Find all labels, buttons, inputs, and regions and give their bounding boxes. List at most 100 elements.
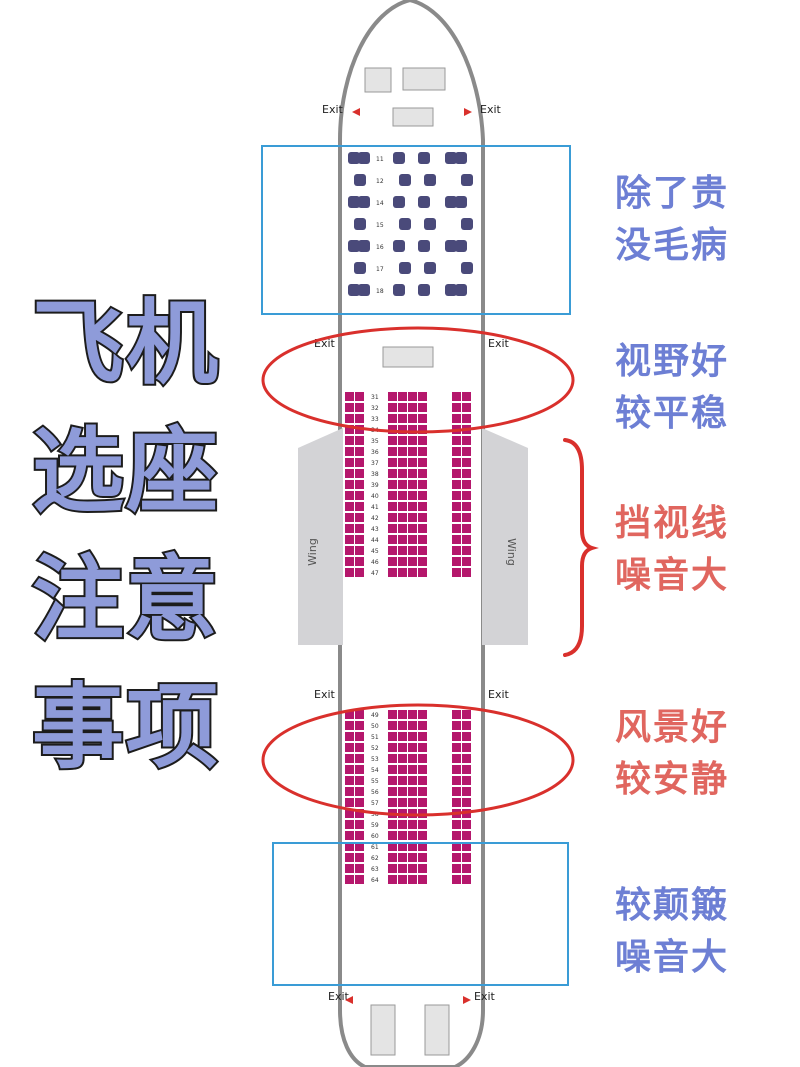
economy-seat bbox=[398, 403, 407, 412]
economy-seat bbox=[388, 414, 397, 423]
economy-seat bbox=[388, 820, 397, 829]
right-wing bbox=[482, 428, 528, 645]
economy-seat bbox=[388, 469, 397, 478]
lav-front bbox=[364, 67, 392, 93]
row-number: 33 bbox=[371, 416, 379, 423]
economy-seat bbox=[345, 469, 354, 478]
economy-seat bbox=[408, 414, 417, 423]
exit-row-highlight-circle bbox=[261, 326, 575, 434]
economy-seat bbox=[462, 798, 471, 807]
row-number: 44 bbox=[371, 537, 379, 544]
economy-seat bbox=[388, 392, 397, 401]
economy-seat bbox=[452, 721, 461, 730]
economy-seat bbox=[345, 754, 354, 763]
economy-seat bbox=[345, 765, 354, 774]
business-seat bbox=[348, 196, 360, 208]
economy-seat bbox=[398, 710, 407, 719]
economy-seat bbox=[398, 491, 407, 500]
economy-seat bbox=[398, 557, 407, 566]
economy-seat bbox=[408, 820, 417, 829]
row-number: 16 bbox=[376, 244, 384, 251]
economy-seat bbox=[408, 743, 417, 752]
economy-seat bbox=[355, 447, 364, 456]
economy-seat bbox=[398, 502, 407, 511]
economy-seat bbox=[462, 765, 471, 774]
row-number: 61 bbox=[371, 844, 379, 851]
note-line: 较颠簸 bbox=[615, 885, 730, 926]
business-seat bbox=[461, 174, 473, 186]
economy-seat bbox=[418, 414, 427, 423]
economy-seat bbox=[355, 842, 364, 851]
exit-labels: Exit Exit Exit Exit Exit Exit Exit Exit bbox=[314, 103, 510, 1003]
economy-seat bbox=[418, 480, 427, 489]
economy-seat bbox=[408, 469, 417, 478]
economy-seat bbox=[345, 743, 354, 752]
economy-seat bbox=[398, 458, 407, 467]
title-line: 选座 bbox=[30, 416, 221, 527]
exit-label: Exit bbox=[314, 688, 336, 701]
economy-seat bbox=[418, 447, 427, 456]
row-number: 41 bbox=[371, 504, 379, 511]
economy-seat bbox=[388, 491, 397, 500]
row-number: 39 bbox=[371, 482, 379, 489]
economy-seat bbox=[452, 469, 461, 478]
economy-seat bbox=[345, 853, 354, 862]
row-number: 63 bbox=[371, 866, 379, 873]
economy-seat bbox=[408, 568, 417, 577]
economy-seat bbox=[408, 392, 417, 401]
economy-seat bbox=[388, 842, 397, 851]
economy-seat bbox=[462, 513, 471, 522]
economy-seat bbox=[345, 776, 354, 785]
economy-seat bbox=[388, 754, 397, 763]
economy-seat bbox=[408, 732, 417, 741]
business-seat bbox=[424, 262, 436, 274]
economy-seat bbox=[462, 414, 471, 423]
economy-seat bbox=[462, 776, 471, 785]
row-number: 56 bbox=[371, 789, 379, 796]
business-seat bbox=[348, 284, 360, 296]
economy-seat bbox=[418, 864, 427, 873]
economy-seat bbox=[418, 710, 427, 719]
business-seat bbox=[445, 284, 457, 296]
economy-seat bbox=[345, 491, 354, 500]
economy-seat bbox=[462, 787, 471, 796]
economy-seat bbox=[355, 469, 364, 478]
economy-seat bbox=[388, 732, 397, 741]
row-number: 47 bbox=[371, 570, 379, 577]
economy-seat bbox=[355, 732, 364, 741]
economy-seat bbox=[398, 831, 407, 840]
title-line: 注意 bbox=[30, 544, 221, 655]
economy-seat bbox=[355, 535, 364, 544]
economy-seat bbox=[345, 524, 354, 533]
economy-seat bbox=[388, 447, 397, 456]
economy-seat bbox=[418, 831, 427, 840]
economy-seat bbox=[345, 568, 354, 577]
economy-seat bbox=[462, 721, 471, 730]
exit-label: Exit bbox=[474, 990, 496, 1003]
economy-seat bbox=[388, 743, 397, 752]
economy-seat bbox=[418, 557, 427, 566]
economy-seat bbox=[398, 447, 407, 456]
economy-seat bbox=[398, 765, 407, 774]
economy-seat bbox=[388, 557, 397, 566]
title-line: 飞机 bbox=[30, 288, 221, 399]
row-number: 62 bbox=[371, 855, 379, 862]
economy-seat bbox=[408, 557, 417, 566]
economy-seat bbox=[345, 425, 354, 434]
economy-seat bbox=[462, 754, 471, 763]
row-number: 43 bbox=[371, 526, 379, 533]
economy-seat bbox=[398, 425, 407, 434]
economy-seat bbox=[355, 480, 364, 489]
economy-seat bbox=[452, 765, 461, 774]
business-seat bbox=[455, 240, 467, 252]
economy-seat bbox=[418, 546, 427, 555]
economy-seat bbox=[355, 864, 364, 873]
economy-seat bbox=[408, 458, 417, 467]
business-seat bbox=[399, 174, 411, 186]
page-title: 飞机 选座 注意 事项 bbox=[30, 280, 262, 792]
economy-seat bbox=[452, 458, 461, 467]
economy-seat bbox=[388, 502, 397, 511]
economy-seat bbox=[452, 864, 461, 873]
economy-seat bbox=[398, 513, 407, 522]
economy-seat bbox=[345, 875, 354, 884]
